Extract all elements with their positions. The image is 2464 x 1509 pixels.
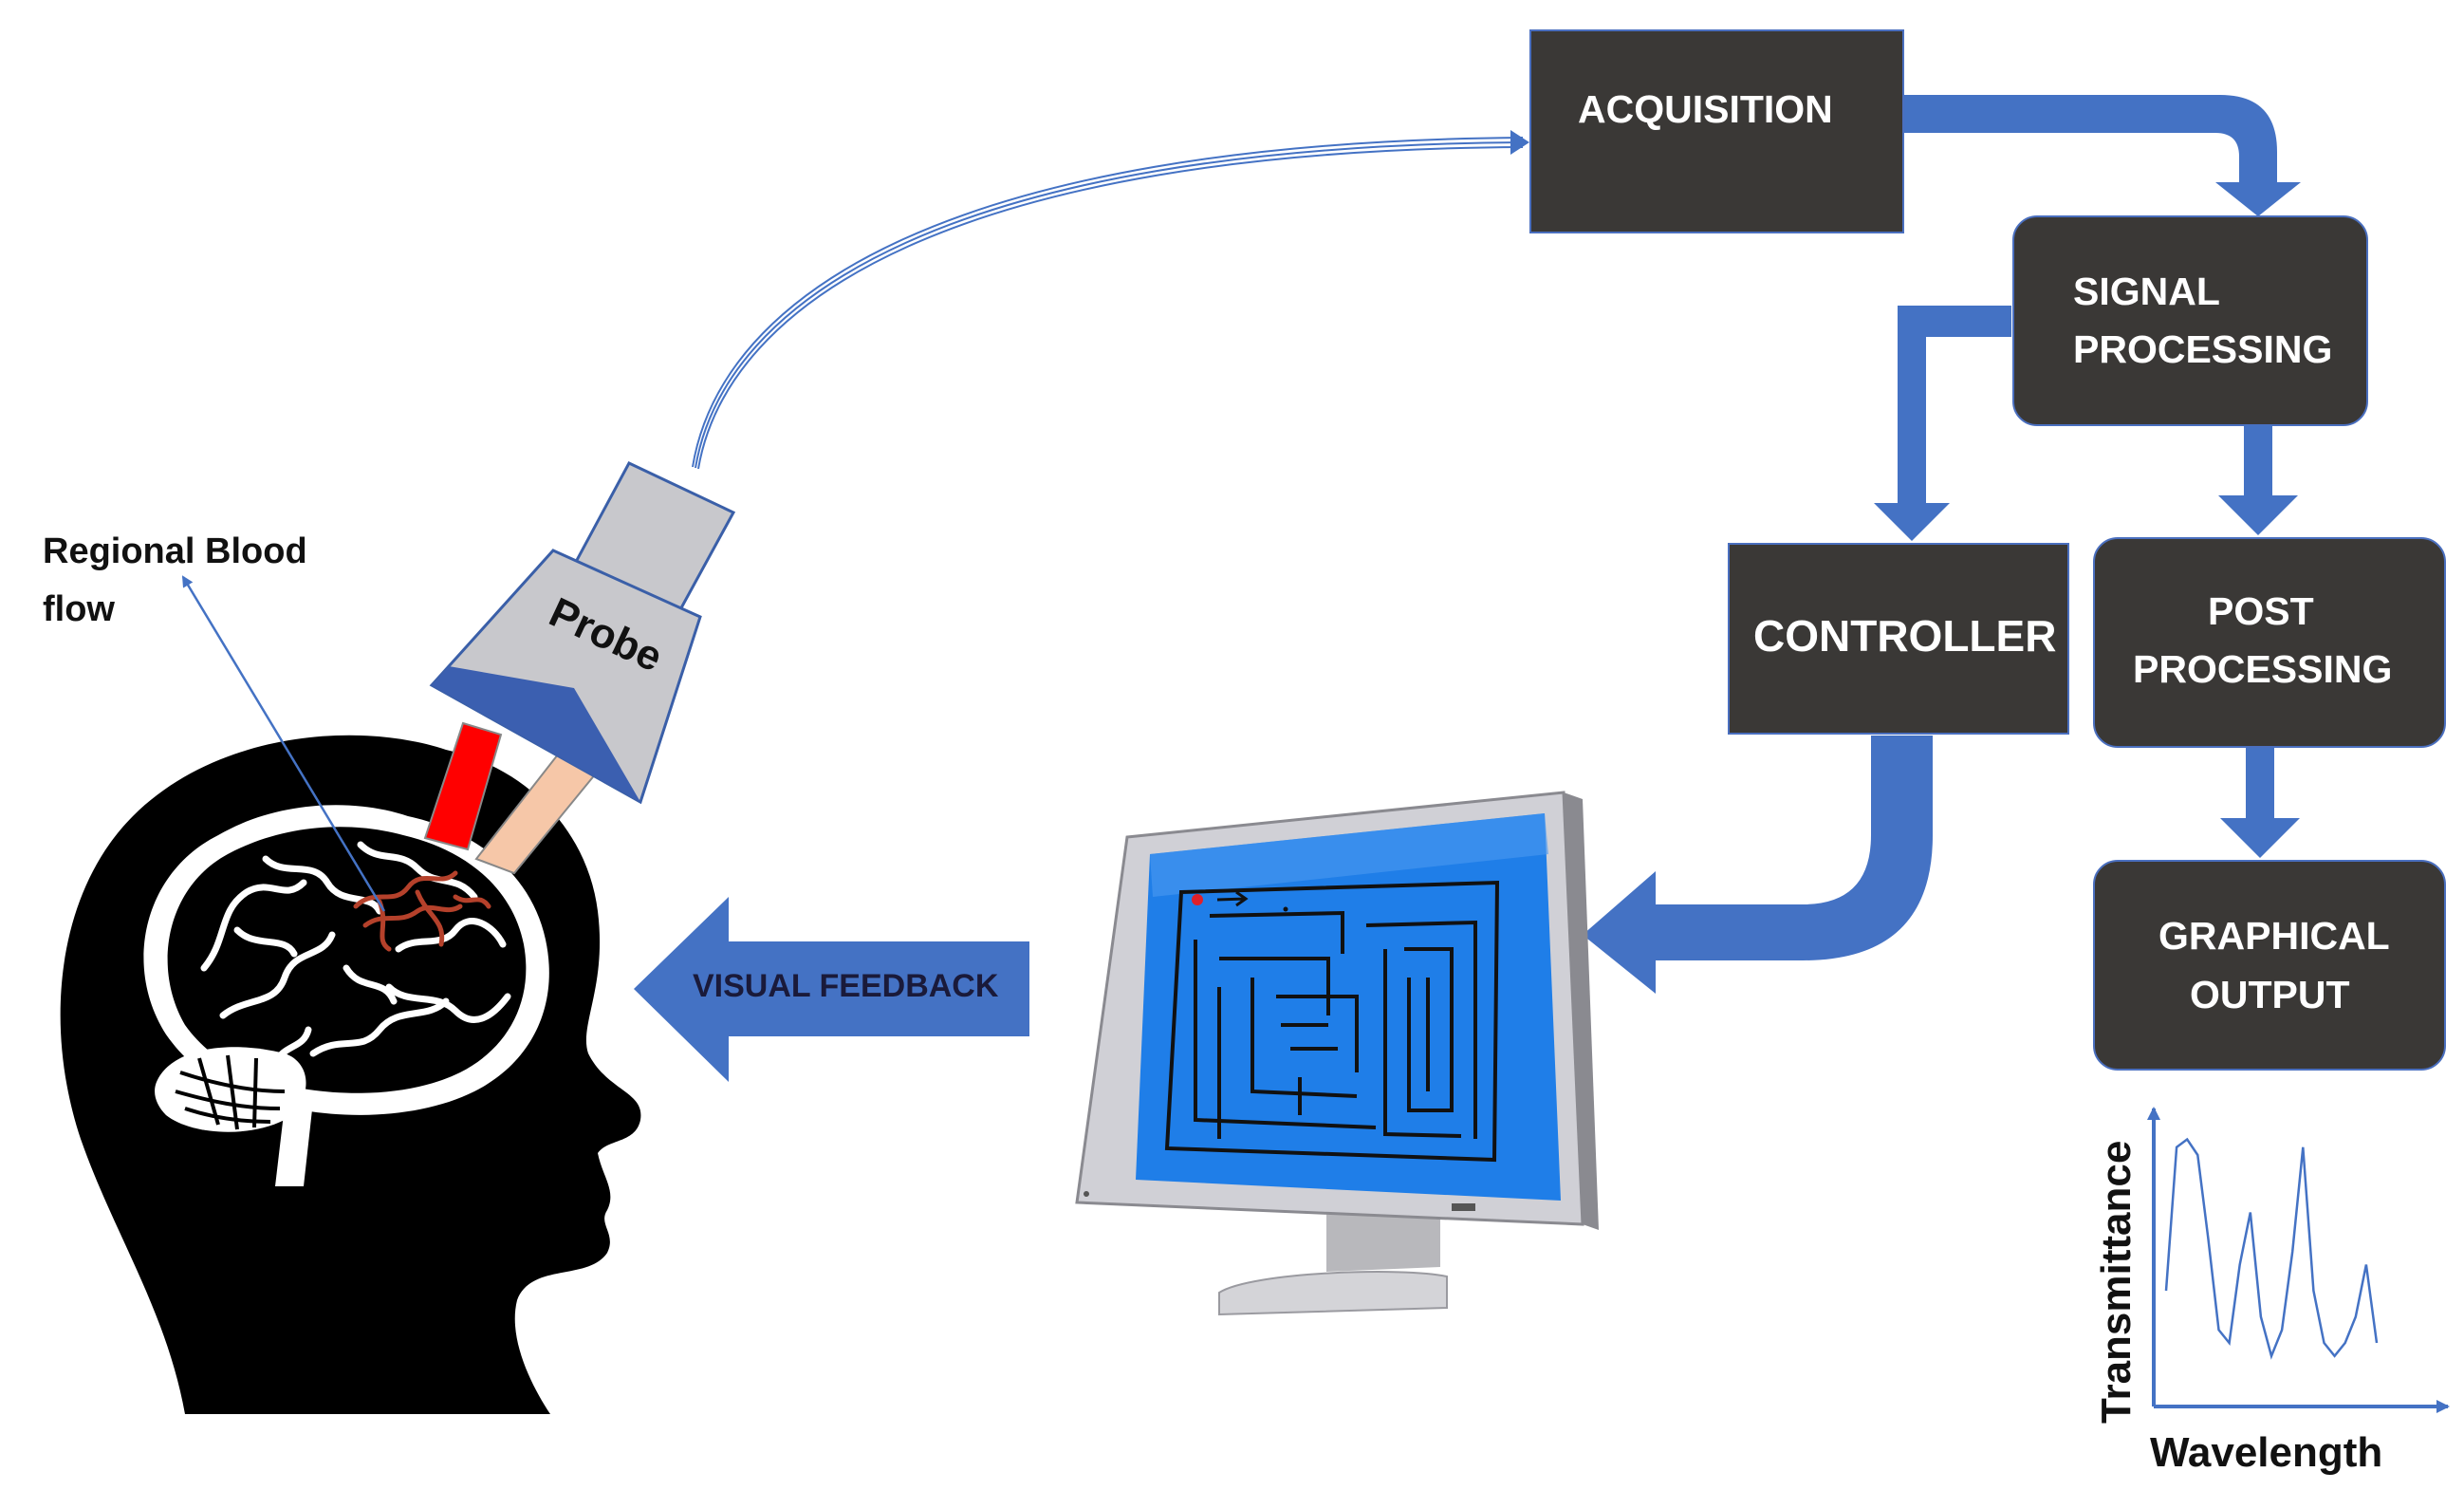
- svg-text:GRAPHICAL OUTPUT: GRAPHICAL OUTPUT: [2158, 914, 2399, 1016]
- flow-arrows: [634, 95, 2301, 1082]
- graphical-output-label-line1: GRAPHICAL: [2158, 914, 2389, 958]
- transmittance-chart: Wavelength Transmittance: [2093, 1107, 2450, 1476]
- y-axis-label: Transmittance: [2093, 1141, 2140, 1424]
- regional-blood-flow-label-line1: Regional Blood: [43, 531, 307, 571]
- arrow-signal-to-controller: [1874, 306, 2011, 541]
- probe-icon: Probe: [423, 461, 736, 875]
- graphical-output-label-line2: OUTPUT: [2190, 973, 2350, 1016]
- maze-player-dot: [1192, 894, 1203, 905]
- brain-icon: [143, 805, 549, 1186]
- red-light-beam: [423, 721, 503, 851]
- post-processing-label-line1: POST: [2208, 589, 2314, 633]
- monitor-icon: [1075, 791, 1599, 1316]
- acquisition-label: ACQUISITION: [1578, 87, 1833, 131]
- svg-text:Regional Blood flow: Regional Blood flow: [43, 531, 317, 629]
- x-axis-label: Wavelength: [2150, 1429, 2382, 1476]
- visual-feedback-label: VISUAL FEEDBACK: [693, 968, 999, 1004]
- acquisition-box: [1529, 29, 1904, 233]
- post-processing-box: [2093, 537, 2446, 748]
- signal-processing-label-line2: PROCESSING: [2073, 327, 2332, 371]
- probe-cable: [692, 137, 1524, 470]
- signal-processing-label-line1: SIGNAL: [2073, 270, 2219, 313]
- controller-label: CONTROLLER: [1753, 611, 2056, 661]
- arrow-controller-to-monitor: [1583, 736, 1933, 994]
- spectrum-series-line: [2164, 1137, 2379, 1360]
- arrow-post-to-graphical: [2220, 748, 2300, 858]
- visual-feedback-arrow: [634, 897, 1029, 1082]
- svg-text:POST PROCESSING: POST PROCESSING: [2133, 589, 2392, 691]
- graphical-output-box: [2093, 860, 2446, 1071]
- maze-icon: [1164, 880, 1500, 1163]
- blood-flow-pointer-line: [181, 575, 386, 912]
- cable-arrowhead: [1510, 130, 1529, 155]
- arrow-signal-to-post: [2218, 425, 2298, 535]
- signal-processing-box: [2012, 215, 2368, 426]
- post-processing-label-line2: PROCESSING: [2133, 647, 2392, 691]
- svg-text:SIGNAL PROCESSING: SIGNAL PROCESSING: [2073, 270, 2332, 371]
- monitor-screen: [1136, 813, 1561, 1201]
- controller-box: [1728, 543, 2069, 735]
- arrow-acquisition-to-signal: [1904, 95, 2301, 216]
- regional-blood-flow-label-line2: flow: [43, 589, 115, 629]
- maze-direction-arrow-icon: [1216, 890, 1249, 907]
